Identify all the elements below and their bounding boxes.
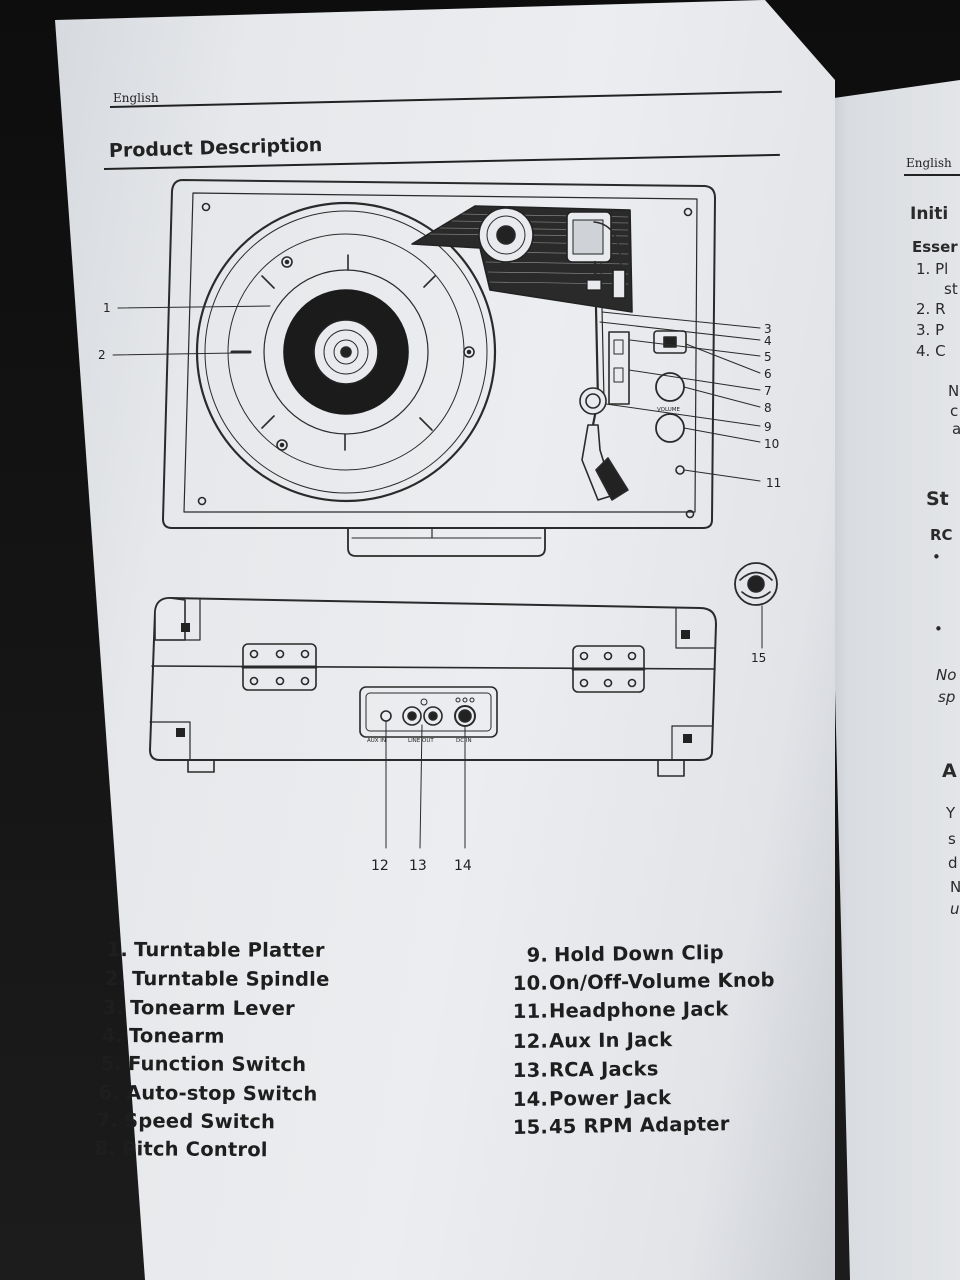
right-page-step: 3. P bbox=[916, 321, 945, 339]
page-language-label: English bbox=[113, 91, 159, 105]
45-rpm-adapter-drawing bbox=[734, 562, 778, 649]
turntable-back-view bbox=[149, 597, 717, 777]
callout-8: 8 bbox=[764, 401, 772, 415]
callout-11: 11 bbox=[766, 476, 781, 490]
callout-10: 10 bbox=[764, 437, 779, 451]
right-page-subheading: RC bbox=[930, 526, 953, 544]
right-page-bullet: • bbox=[932, 548, 941, 566]
callout-7: 7 bbox=[764, 384, 772, 398]
callout-leader-lines bbox=[112, 305, 761, 849]
callout-2: 2 bbox=[98, 348, 106, 362]
right-page-note: sp bbox=[938, 688, 956, 706]
part-list-item: 11.Headphone Jack bbox=[512, 997, 729, 1023]
callout-6: 6 bbox=[764, 367, 772, 381]
part-list-item: 6.Auto-stop Switch bbox=[98, 1081, 318, 1106]
right-page-text: N bbox=[950, 878, 960, 896]
part-list-item: 3.Tonearm Lever bbox=[102, 996, 295, 1021]
part-list-item: 1.Turntable Platter bbox=[106, 938, 325, 962]
right-page-note: a bbox=[952, 420, 960, 438]
right-page-step: 2. R bbox=[916, 300, 946, 318]
right-page-heading: A bbox=[942, 760, 957, 782]
right-page-subheading: Esser bbox=[912, 238, 958, 256]
part-list-item: 15.45 RPM Adapter bbox=[512, 1112, 730, 1139]
dc-in-label: DC IN bbox=[456, 738, 472, 744]
part-list-item: 8.Pitch Control bbox=[94, 1137, 268, 1162]
right-page-bullet: • bbox=[934, 620, 943, 638]
callout-1: 1 bbox=[103, 301, 111, 315]
part-list-item: 5.Function Switch bbox=[100, 1052, 307, 1077]
part-list-item: 9.Hold Down Clip bbox=[526, 941, 724, 967]
callout-3: 3 bbox=[764, 322, 772, 336]
callout-4: 4 bbox=[764, 334, 772, 348]
part-list-item: 13.RCA Jacks bbox=[512, 1057, 659, 1082]
callout-13: 13 bbox=[409, 858, 427, 874]
right-page-step: 4. C bbox=[916, 342, 946, 360]
right-page-note: No bbox=[936, 666, 957, 684]
part-list-item: 2.Turntable Spindle bbox=[104, 967, 330, 991]
aux-in-label: AUX IN bbox=[367, 738, 386, 744]
part-list-item: 7.Speed Switch bbox=[96, 1109, 276, 1134]
right-page-text: s bbox=[948, 830, 956, 848]
right-page-language: English bbox=[906, 156, 952, 170]
turntable-top-view bbox=[162, 179, 716, 557]
callout-5: 5 bbox=[764, 350, 772, 364]
right-page-note: N bbox=[948, 382, 960, 400]
part-list-item: 14.Power Jack bbox=[512, 1086, 672, 1111]
right-page-step-cont: st bbox=[944, 280, 958, 298]
right-page-step: 1. Pl bbox=[916, 260, 949, 278]
callout-9: 9 bbox=[764, 420, 772, 434]
right-page-note: c bbox=[950, 402, 959, 420]
part-list-item: 10.On/Off-Volume Knob bbox=[512, 968, 775, 995]
line-out-label: LINE OUT bbox=[408, 738, 434, 744]
right-page-text: u bbox=[950, 900, 960, 918]
part-list-item: 12.Aux In Jack bbox=[512, 1028, 673, 1053]
right-page-text: Y bbox=[946, 804, 956, 822]
right-page-heading: St bbox=[926, 488, 949, 510]
callout-14: 14 bbox=[454, 858, 472, 874]
part-list-item: 4.Tonearm bbox=[101, 1024, 225, 1048]
volume-label: VOLUME bbox=[657, 407, 681, 413]
right-page-text: d bbox=[948, 854, 958, 872]
callout-12: 12 bbox=[371, 858, 389, 874]
right-page-rule bbox=[904, 174, 960, 176]
right-page-heading: Initi bbox=[910, 204, 949, 224]
callout-15: 15 bbox=[751, 651, 766, 665]
